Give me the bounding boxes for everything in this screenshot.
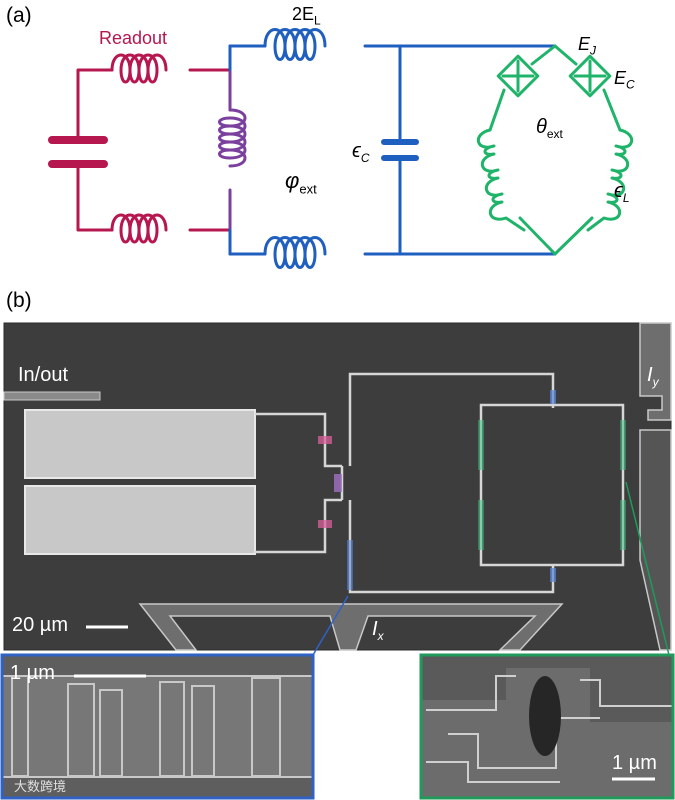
eps-L-label: ϵL (614, 180, 630, 205)
squid-inductor-left (477, 128, 526, 232)
scale-label-inset-right: 1 µm (612, 752, 657, 774)
panel-b-label: (b) (6, 289, 32, 312)
inset-right (419, 653, 675, 800)
fluxonium-loop (228, 28, 557, 269)
in-out-label: In/out (18, 364, 69, 386)
inductor-2EL (263, 28, 327, 61)
EC-label: EC (614, 68, 635, 92)
watermark: 大数跨境 (14, 779, 67, 794)
readout-circuit (48, 53, 232, 244)
panel-a-label: (a) (6, 4, 32, 27)
phi-ext-label: φext (285, 168, 317, 197)
inset-left (0, 653, 315, 800)
EJ-label: EJ (578, 34, 597, 58)
inductor-bottom (263, 236, 327, 269)
capacitor-pad-bottom (24, 485, 256, 555)
in-out-line (3, 391, 101, 401)
zoom-line-left (312, 595, 349, 656)
readout-inductor-top (110, 53, 168, 84)
junction-left (496, 54, 540, 98)
readout-inductor-bottom (110, 213, 168, 244)
capacitor-pad-top (24, 409, 256, 479)
junction-right (568, 54, 612, 98)
Iy-label: Iy (647, 364, 659, 389)
squid-inductor-right (586, 128, 633, 232)
scale-label-inset-left: 1 µm (10, 662, 55, 684)
scale-label-main: 20 µm (12, 614, 68, 636)
Ix-label: Ix (372, 618, 384, 643)
eps-C-label: ϵC (352, 140, 370, 165)
readout-label: Readout (99, 28, 168, 48)
theta-ext-label: θext (536, 116, 563, 141)
coupling-inductor (218, 68, 247, 232)
zoom-line-right (625, 481, 670, 656)
squid-loop (477, 44, 633, 256)
flux-line-x (138, 603, 564, 651)
inductor-2EL-label: 2EL (292, 4, 321, 28)
flux-line-y (639, 322, 672, 421)
